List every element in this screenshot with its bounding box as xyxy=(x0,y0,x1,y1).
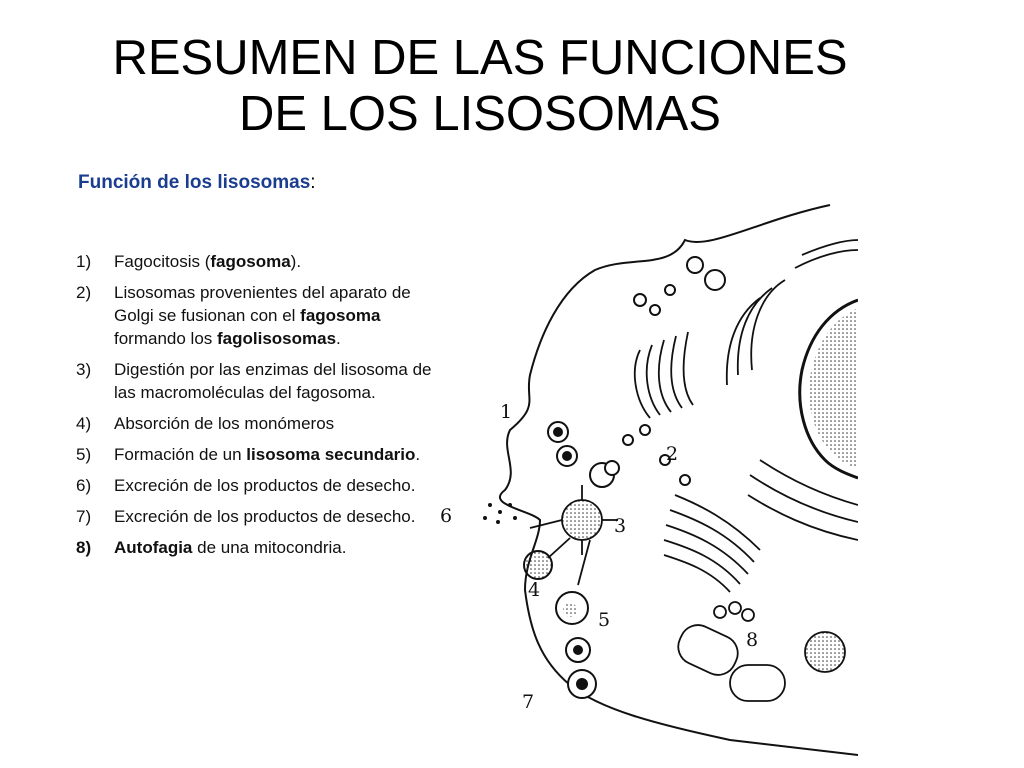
step-text: Absorción de los monómeros xyxy=(114,414,335,433)
step-text-bold: fagosoma xyxy=(210,252,291,271)
step-number: 8) xyxy=(76,538,92,557)
function-step: 1) Fagocitosis (fagosoma). xyxy=(76,250,436,273)
step-number: 5) xyxy=(76,445,92,464)
excretion-products xyxy=(483,503,517,524)
diagram-label-1: 1 xyxy=(500,401,512,423)
monomer-vesicle xyxy=(523,550,553,580)
step-number: 7) xyxy=(76,507,92,526)
phagosome-vesicles xyxy=(547,256,726,488)
title-line-1: RESUMEN DE LAS FUNCIONES xyxy=(112,31,848,85)
function-steps-list: 1)Fagocitosis (fagosoma).2)Lisosomas pro… xyxy=(76,250,436,567)
function-step: 7) Excreción de los productos de desecho. xyxy=(76,505,436,528)
function-step: 8) Autofagia de una mitocondria. xyxy=(76,536,436,559)
step-text-bold: lisosoma secundario xyxy=(246,445,416,464)
golgi-apparatus-lower xyxy=(663,494,761,593)
rough-endoplasmic-reticulum xyxy=(725,239,858,541)
function-step: 4) Absorción de los monómeros xyxy=(76,412,436,435)
diagram-label-3: 3 xyxy=(614,515,626,537)
step-text: Excreción de los productos de desecho. xyxy=(114,507,416,526)
step-text-bold: fagolisosomas xyxy=(217,329,337,348)
step-text: Fagocitosis ( xyxy=(114,252,211,271)
secondary-lysosome xyxy=(529,485,618,586)
diagram-label-8: 8 xyxy=(746,629,758,651)
golgi-apparatus-upper xyxy=(633,331,694,419)
step-number: 6) xyxy=(76,476,92,495)
title-line-2: DE LOS LISOSOMAS xyxy=(239,87,721,141)
function-step: 3) Digestión por las enzimas del lisosoma… xyxy=(76,358,436,404)
step-number: 1) xyxy=(76,252,92,271)
step-text-bold: Autofagia xyxy=(114,538,193,557)
diagram-label-4: 4 xyxy=(528,579,540,601)
step-text-bold: fagosoma xyxy=(300,306,381,325)
panel-heading: Función de los lisosomas: xyxy=(78,172,316,194)
diagram-label-7: 7 xyxy=(522,691,534,713)
step-number: 3) xyxy=(76,360,92,379)
step-text: Excreción de los productos de desecho. xyxy=(114,476,416,495)
diagram-label-6: 6 xyxy=(440,505,452,527)
function-step: 5) Formación de un lisosoma secundario. xyxy=(76,443,436,466)
step-text: de una mitocondria. xyxy=(192,538,347,557)
step-text: ). xyxy=(290,252,302,271)
autophagy-mitochondria xyxy=(677,601,846,702)
lysosome-cell-diagram: 1 2 3 4 5 6 7 8 xyxy=(440,204,858,756)
step-text: . xyxy=(415,445,421,464)
step-number: 4) xyxy=(76,414,92,433)
function-step: 2) Lisosomas provenientes del aparato de … xyxy=(76,281,436,350)
function-step: 6) Excreción de los productos de desecho. xyxy=(76,474,436,497)
step-text: formando los xyxy=(114,329,217,348)
slide-title: RESUMEN DE LAS FUNCIONES DE LOS LISOSOMA… xyxy=(0,30,960,142)
step-text: Formación de un xyxy=(114,445,247,464)
diagram-label-5: 5 xyxy=(598,609,610,631)
panel-heading-text: Función de los lisosomas xyxy=(78,172,311,193)
panel-heading-colon: : xyxy=(310,172,316,193)
step-text: . xyxy=(336,329,341,348)
nucleus xyxy=(798,298,858,480)
step-number: 2) xyxy=(76,283,92,302)
step-text: Digestión por las enzimas del lisosoma d… xyxy=(114,360,432,402)
cell-membrane xyxy=(499,204,858,756)
diagram-label-2: 2 xyxy=(666,443,678,465)
step-text: Lisosomas provenientes del aparato de Go… xyxy=(114,283,411,325)
